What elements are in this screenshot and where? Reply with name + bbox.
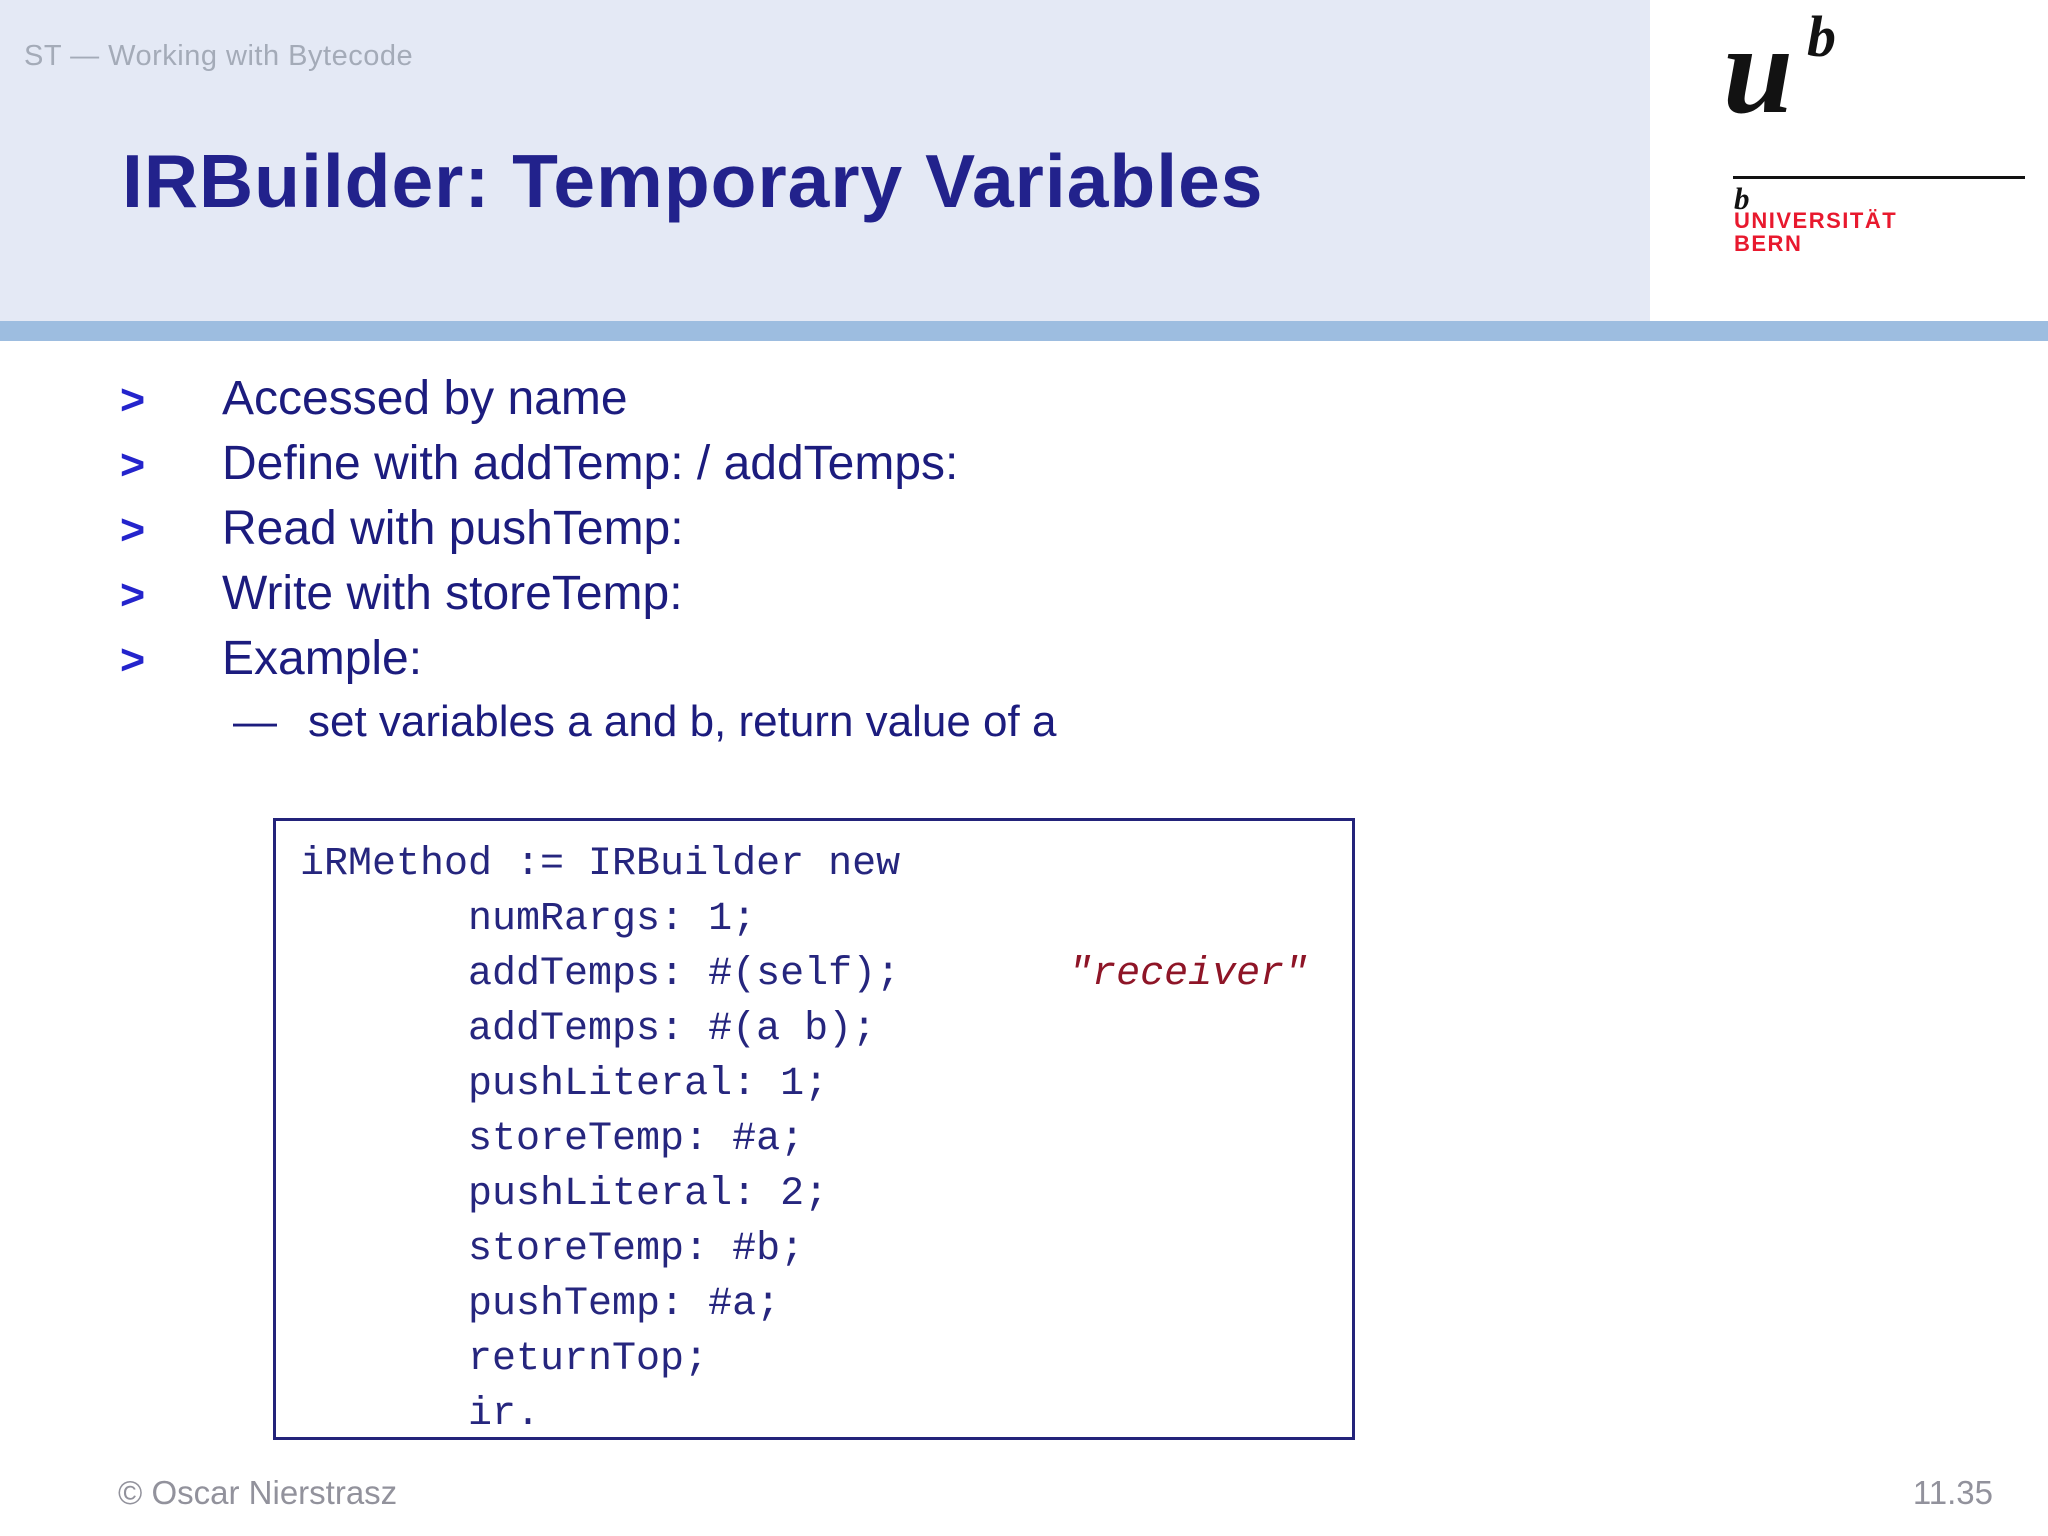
sub-list-item: — set variables a and b, return value of… xyxy=(233,691,1620,753)
bullet-marker: > xyxy=(120,636,146,684)
code-text: numRargs: 1; xyxy=(300,897,757,942)
logo-small-b: b xyxy=(1734,181,1750,216)
code-text: pushLiteral: 1; xyxy=(300,1062,829,1107)
course-label: ST — Working with Bytecode xyxy=(24,40,414,72)
bullet-list: > Accessed by name > Define with addTemp… xyxy=(120,366,1620,753)
list-item: > Read with pushTemp: xyxy=(120,496,1620,561)
university-logo: u b b UNIVERSITÄT BERN xyxy=(1650,0,2048,321)
code-text: addTemps: #(self); xyxy=(300,952,1069,997)
logo-bern-text: BERN xyxy=(1734,231,1803,256)
accent-bar xyxy=(0,321,2048,341)
bullet-text: Read with pushTemp: xyxy=(222,502,684,555)
code-comment: "receiver" xyxy=(1068,952,1309,997)
code-text: returnTop; xyxy=(300,1337,709,1382)
code-line: ir. xyxy=(300,1387,1352,1442)
page-number: 11.35 xyxy=(1912,1474,1993,1511)
code-line: storeTemp: #a; xyxy=(300,1112,1352,1167)
code-text: storeTemp: #a; xyxy=(300,1117,805,1162)
code-text: ir. xyxy=(300,1392,541,1437)
code-line: storeTemp: #b; xyxy=(300,1222,1352,1277)
code-text: addTemps: #(a b); xyxy=(300,1007,877,1052)
code-line: pushLiteral: 1; xyxy=(300,1057,1352,1112)
code-line: pushLiteral: 2; xyxy=(300,1167,1352,1222)
bullet-marker: > xyxy=(120,506,146,554)
code-text: pushTemp: #a; xyxy=(300,1282,781,1327)
logo-u-glyph: u xyxy=(1723,1,1794,140)
list-item: > Write with storeTemp: xyxy=(120,561,1620,626)
bullet-marker: > xyxy=(120,376,146,424)
code-line: addTemps: #(a b); xyxy=(300,1002,1352,1057)
bullet-text: Example: xyxy=(222,632,423,685)
code-line: addTemps: #(self); "receiver" xyxy=(300,947,1352,1002)
bullet-marker: > xyxy=(120,441,146,489)
bullet-marker: > xyxy=(120,571,146,619)
list-item: > Example: xyxy=(120,626,1620,691)
bullet-text: Accessed by name xyxy=(222,372,628,425)
logo-divider-line xyxy=(1733,176,2025,179)
code-text: storeTemp: #b; xyxy=(300,1227,805,1272)
logo-universitaet-text: UNIVERSITÄT xyxy=(1734,208,1898,233)
logo-b-superscript: b xyxy=(1807,4,1836,69)
code-text: pushLiteral: 2; xyxy=(300,1172,829,1217)
list-item: > Define with addTemp: / addTemps: xyxy=(120,431,1620,496)
code-line: iRMethod := IRBuilder new xyxy=(300,837,1352,892)
code-line: returnTop; xyxy=(300,1332,1352,1387)
code-line: pushTemp: #a; xyxy=(300,1277,1352,1332)
code-block: iRMethod := IRBuilder new numRargs: 1; a… xyxy=(273,818,1355,1440)
code-text: iRMethod := IRBuilder new xyxy=(300,842,901,887)
code-line: numRargs: 1; xyxy=(300,892,1352,947)
copyright-text: © Oscar Nierstrasz xyxy=(118,1474,398,1511)
sub-bullet-marker: — xyxy=(233,697,277,746)
list-item: > Accessed by name xyxy=(120,366,1620,431)
page-title: IRBuilder: Temporary Variables xyxy=(122,139,1264,223)
bullet-text: Define with addTemp: / addTemps: xyxy=(222,437,959,490)
bullet-text: Write with storeTemp: xyxy=(222,567,683,620)
sub-bullet-text: set variables a and b, return value of a xyxy=(308,697,1057,746)
